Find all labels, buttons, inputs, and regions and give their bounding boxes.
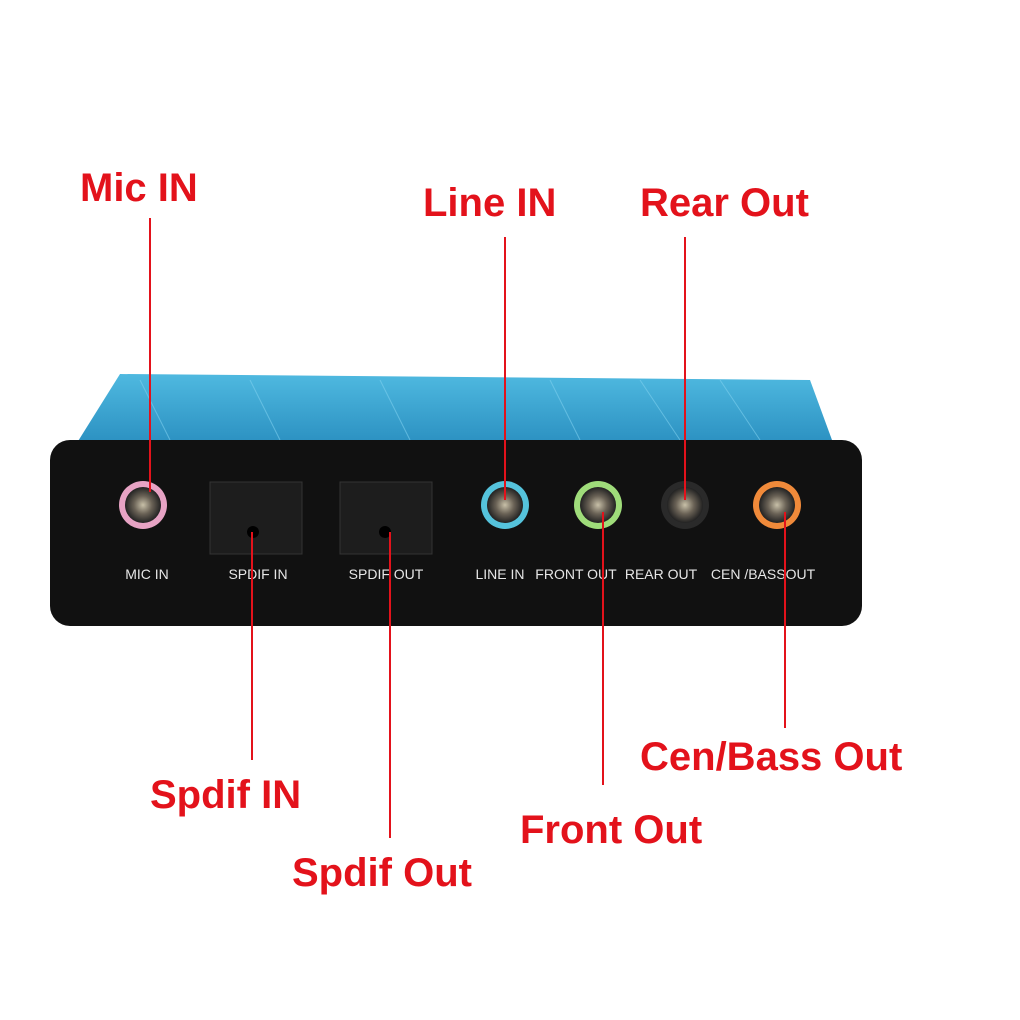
callout-spdif-in: Spdif IN (150, 773, 302, 817)
device-faceplate (50, 440, 862, 626)
device-label-line-in: LINE IN (475, 566, 524, 582)
mic-in-jack (119, 481, 167, 529)
front-out-jack (574, 481, 622, 529)
device-label-front-out: FRONT OUT (535, 566, 617, 582)
cen-bass-out-jack (753, 481, 801, 529)
callout-mic-in: Mic IN (80, 166, 198, 210)
device-label-spdif-in: SPDIF IN (228, 566, 287, 582)
body-ribs (139, 379, 761, 441)
callout-rear-out: Rear Out (640, 181, 809, 225)
cen-bass-out-jack-socket (759, 487, 795, 523)
line-in-jack (481, 481, 529, 529)
rear-out-jack-socket (667, 487, 703, 523)
rear-out-jack (661, 481, 709, 529)
callout-cen-bass-out: Cen/Bass Out (640, 735, 903, 779)
spdif-out-hole (379, 526, 391, 538)
front-out-jack-socket (580, 487, 616, 523)
callout-line-in: Line IN (423, 181, 557, 225)
mic-in-jack-socket (125, 487, 161, 523)
device-label-spdif-out: SPDIF OUT (349, 566, 424, 582)
line-in-jack-socket (487, 487, 523, 523)
device-label-mic-in: MIC IN (125, 566, 169, 582)
device-label-cen-bass-out: CEN /BASSOUT (711, 566, 816, 582)
device-label-rear-out: REAR OUT (625, 566, 698, 582)
spdif-out-port (339, 481, 433, 555)
spdif-in-port (209, 481, 303, 555)
device-top-body (75, 374, 832, 446)
callout-spdif-out: Spdif Out (292, 851, 472, 895)
callout-front-out: Front Out (520, 808, 703, 852)
